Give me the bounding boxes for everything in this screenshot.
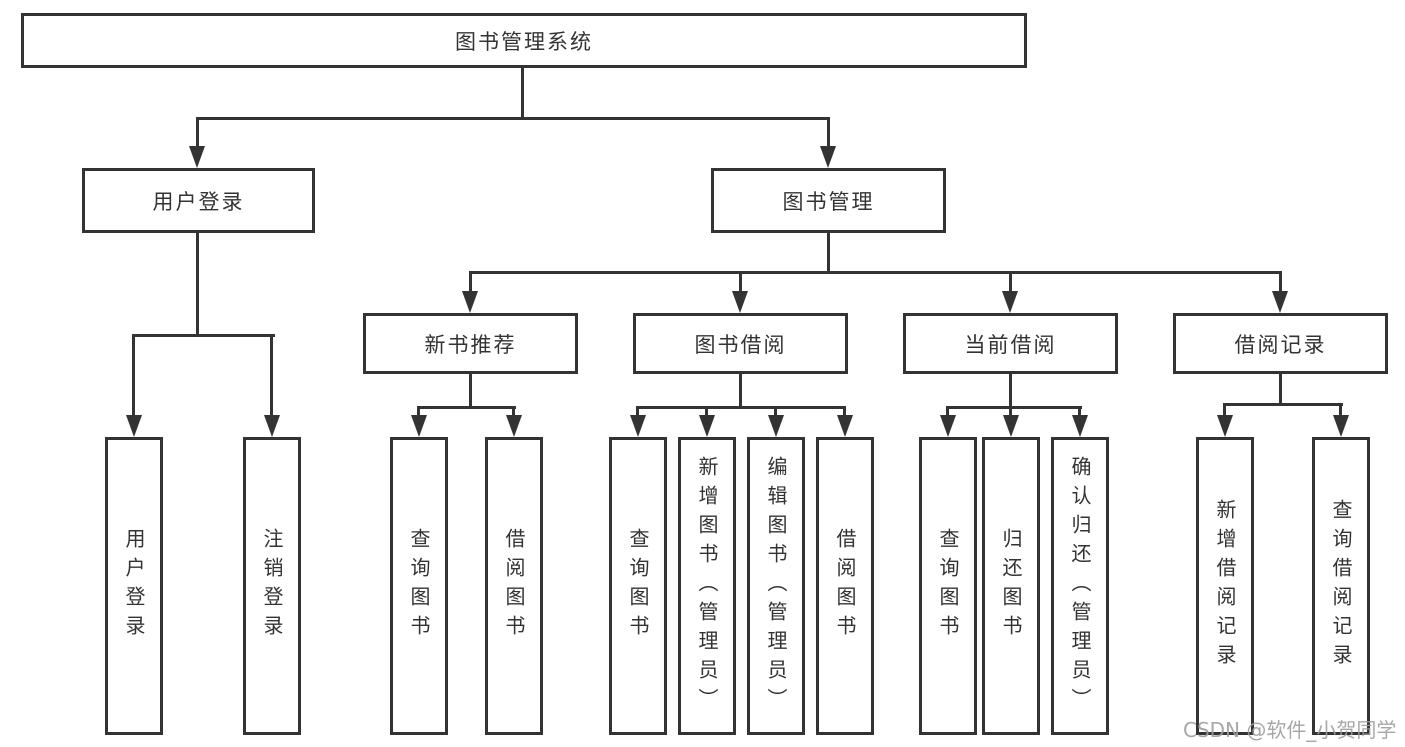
arrow-down-icon [820, 146, 836, 168]
arrow-down-icon [837, 415, 853, 437]
node-add-book-admin: 新增图书（管理员） [678, 437, 736, 735]
connector-line [827, 117, 830, 148]
node-label: 新书推荐 [424, 332, 517, 357]
connector-line [417, 406, 516, 409]
arrow-down-icon [462, 291, 478, 313]
node-label: 查询借阅记录 [1329, 499, 1353, 673]
node-logout: 注销登录 [243, 437, 301, 735]
connector-line [132, 334, 275, 337]
connector-line [469, 374, 472, 409]
node-label: 用户登录 [152, 189, 245, 214]
arrow-down-icon [1333, 415, 1349, 437]
node-label: 查询图书 [936, 528, 960, 644]
arrow-down-icon [1072, 415, 1088, 437]
connector-line [705, 406, 708, 415]
node-label: 借阅图书 [502, 528, 526, 644]
connector-line [739, 271, 742, 291]
node-edit-book-admin: 编辑图书（管理员） [747, 437, 805, 735]
connector-line [469, 271, 472, 291]
arrow-down-icon [1217, 415, 1233, 437]
connector-line [1223, 403, 1343, 406]
node-borrow-records: 借阅记录 [1173, 313, 1388, 374]
node-label: 用户登录 [122, 528, 146, 644]
connector-line [521, 67, 524, 118]
node-label: 借阅图书 [833, 528, 857, 644]
connector-line [196, 117, 199, 148]
arrow-down-icon [506, 415, 522, 437]
node-new-book-recommend: 新书推荐 [363, 313, 578, 374]
arrow-down-icon [768, 415, 784, 437]
connector-line [1279, 374, 1282, 406]
connector-line [196, 117, 830, 120]
node-add-borrow-record: 新增借阅记录 [1196, 437, 1254, 735]
node-root: 图书管理系统 [21, 13, 1027, 68]
connector-line [512, 406, 515, 415]
node-label: 新增图书（管理员） [695, 455, 719, 717]
connector-line [636, 406, 639, 415]
node-confirm-return-admin: 确认归还（管理员） [1051, 437, 1109, 735]
node-label: 注销登录 [260, 528, 284, 644]
node-label: 查询图书 [626, 528, 650, 644]
connector-line [1223, 403, 1226, 415]
connector-line [843, 406, 846, 415]
arrow-down-icon [940, 415, 956, 437]
connector-line [636, 406, 846, 409]
arrow-down-icon [1003, 415, 1019, 437]
node-label: 新增借阅记录 [1213, 499, 1237, 673]
connector-line [1009, 406, 1012, 415]
connector-line [827, 233, 830, 274]
connector-line [1009, 374, 1012, 409]
node-current-borrow: 当前借阅 [903, 313, 1118, 374]
node-query-books-borrow: 查询图书 [609, 437, 667, 735]
connector-line [270, 334, 273, 415]
arrow-down-icon [1002, 291, 1018, 313]
connector-line [1339, 403, 1342, 415]
arrow-down-icon [411, 415, 427, 437]
connector-line [946, 406, 949, 415]
node-label: 当前借阅 [964, 332, 1057, 357]
node-label: 归还图书 [999, 528, 1023, 644]
node-query-borrow-record: 查询借阅记录 [1312, 437, 1370, 735]
connector-line [1078, 406, 1081, 415]
node-label: 确认归还（管理员） [1068, 455, 1092, 717]
arrow-down-icon [126, 415, 142, 437]
connector-line [132, 334, 135, 415]
node-query-books-recommend: 查询图书 [390, 437, 448, 735]
csdn-watermark: CSDN @软件_小贺同学 [1183, 718, 1397, 742]
arrow-down-icon [264, 415, 280, 437]
arrow-down-icon [1272, 291, 1288, 313]
node-label: 查询图书 [407, 528, 431, 644]
arrow-down-icon [189, 146, 205, 168]
connector-line [196, 233, 199, 336]
node-label: 借阅记录 [1234, 332, 1327, 357]
node-borrow-books-action: 借阅图书 [816, 437, 874, 735]
connector-line [946, 406, 1082, 409]
connector-line [774, 406, 777, 415]
node-user-login: 用户登录 [82, 168, 315, 233]
node-book-management: 图书管理 [711, 168, 946, 233]
connector-line [739, 374, 742, 409]
connector-line [1279, 271, 1282, 291]
node-label: 编辑图书（管理员） [764, 455, 788, 717]
node-book-borrow: 图书借阅 [633, 313, 848, 374]
connector-line [469, 271, 1282, 274]
node-return-book: 归还图书 [982, 437, 1040, 735]
arrow-down-icon [630, 415, 646, 437]
arrow-down-icon [699, 415, 715, 437]
node-query-books-current: 查询图书 [919, 437, 977, 735]
node-label: 图书借阅 [694, 332, 787, 357]
node-root-label: 图书管理系统 [455, 29, 593, 54]
node-borrow-books-recommend: 借阅图书 [485, 437, 543, 735]
connector-line [417, 406, 420, 415]
arrow-down-icon [732, 291, 748, 313]
node-label: 图书管理 [782, 189, 875, 214]
connector-line [1009, 271, 1012, 291]
node-user-login-action: 用户登录 [105, 437, 163, 735]
